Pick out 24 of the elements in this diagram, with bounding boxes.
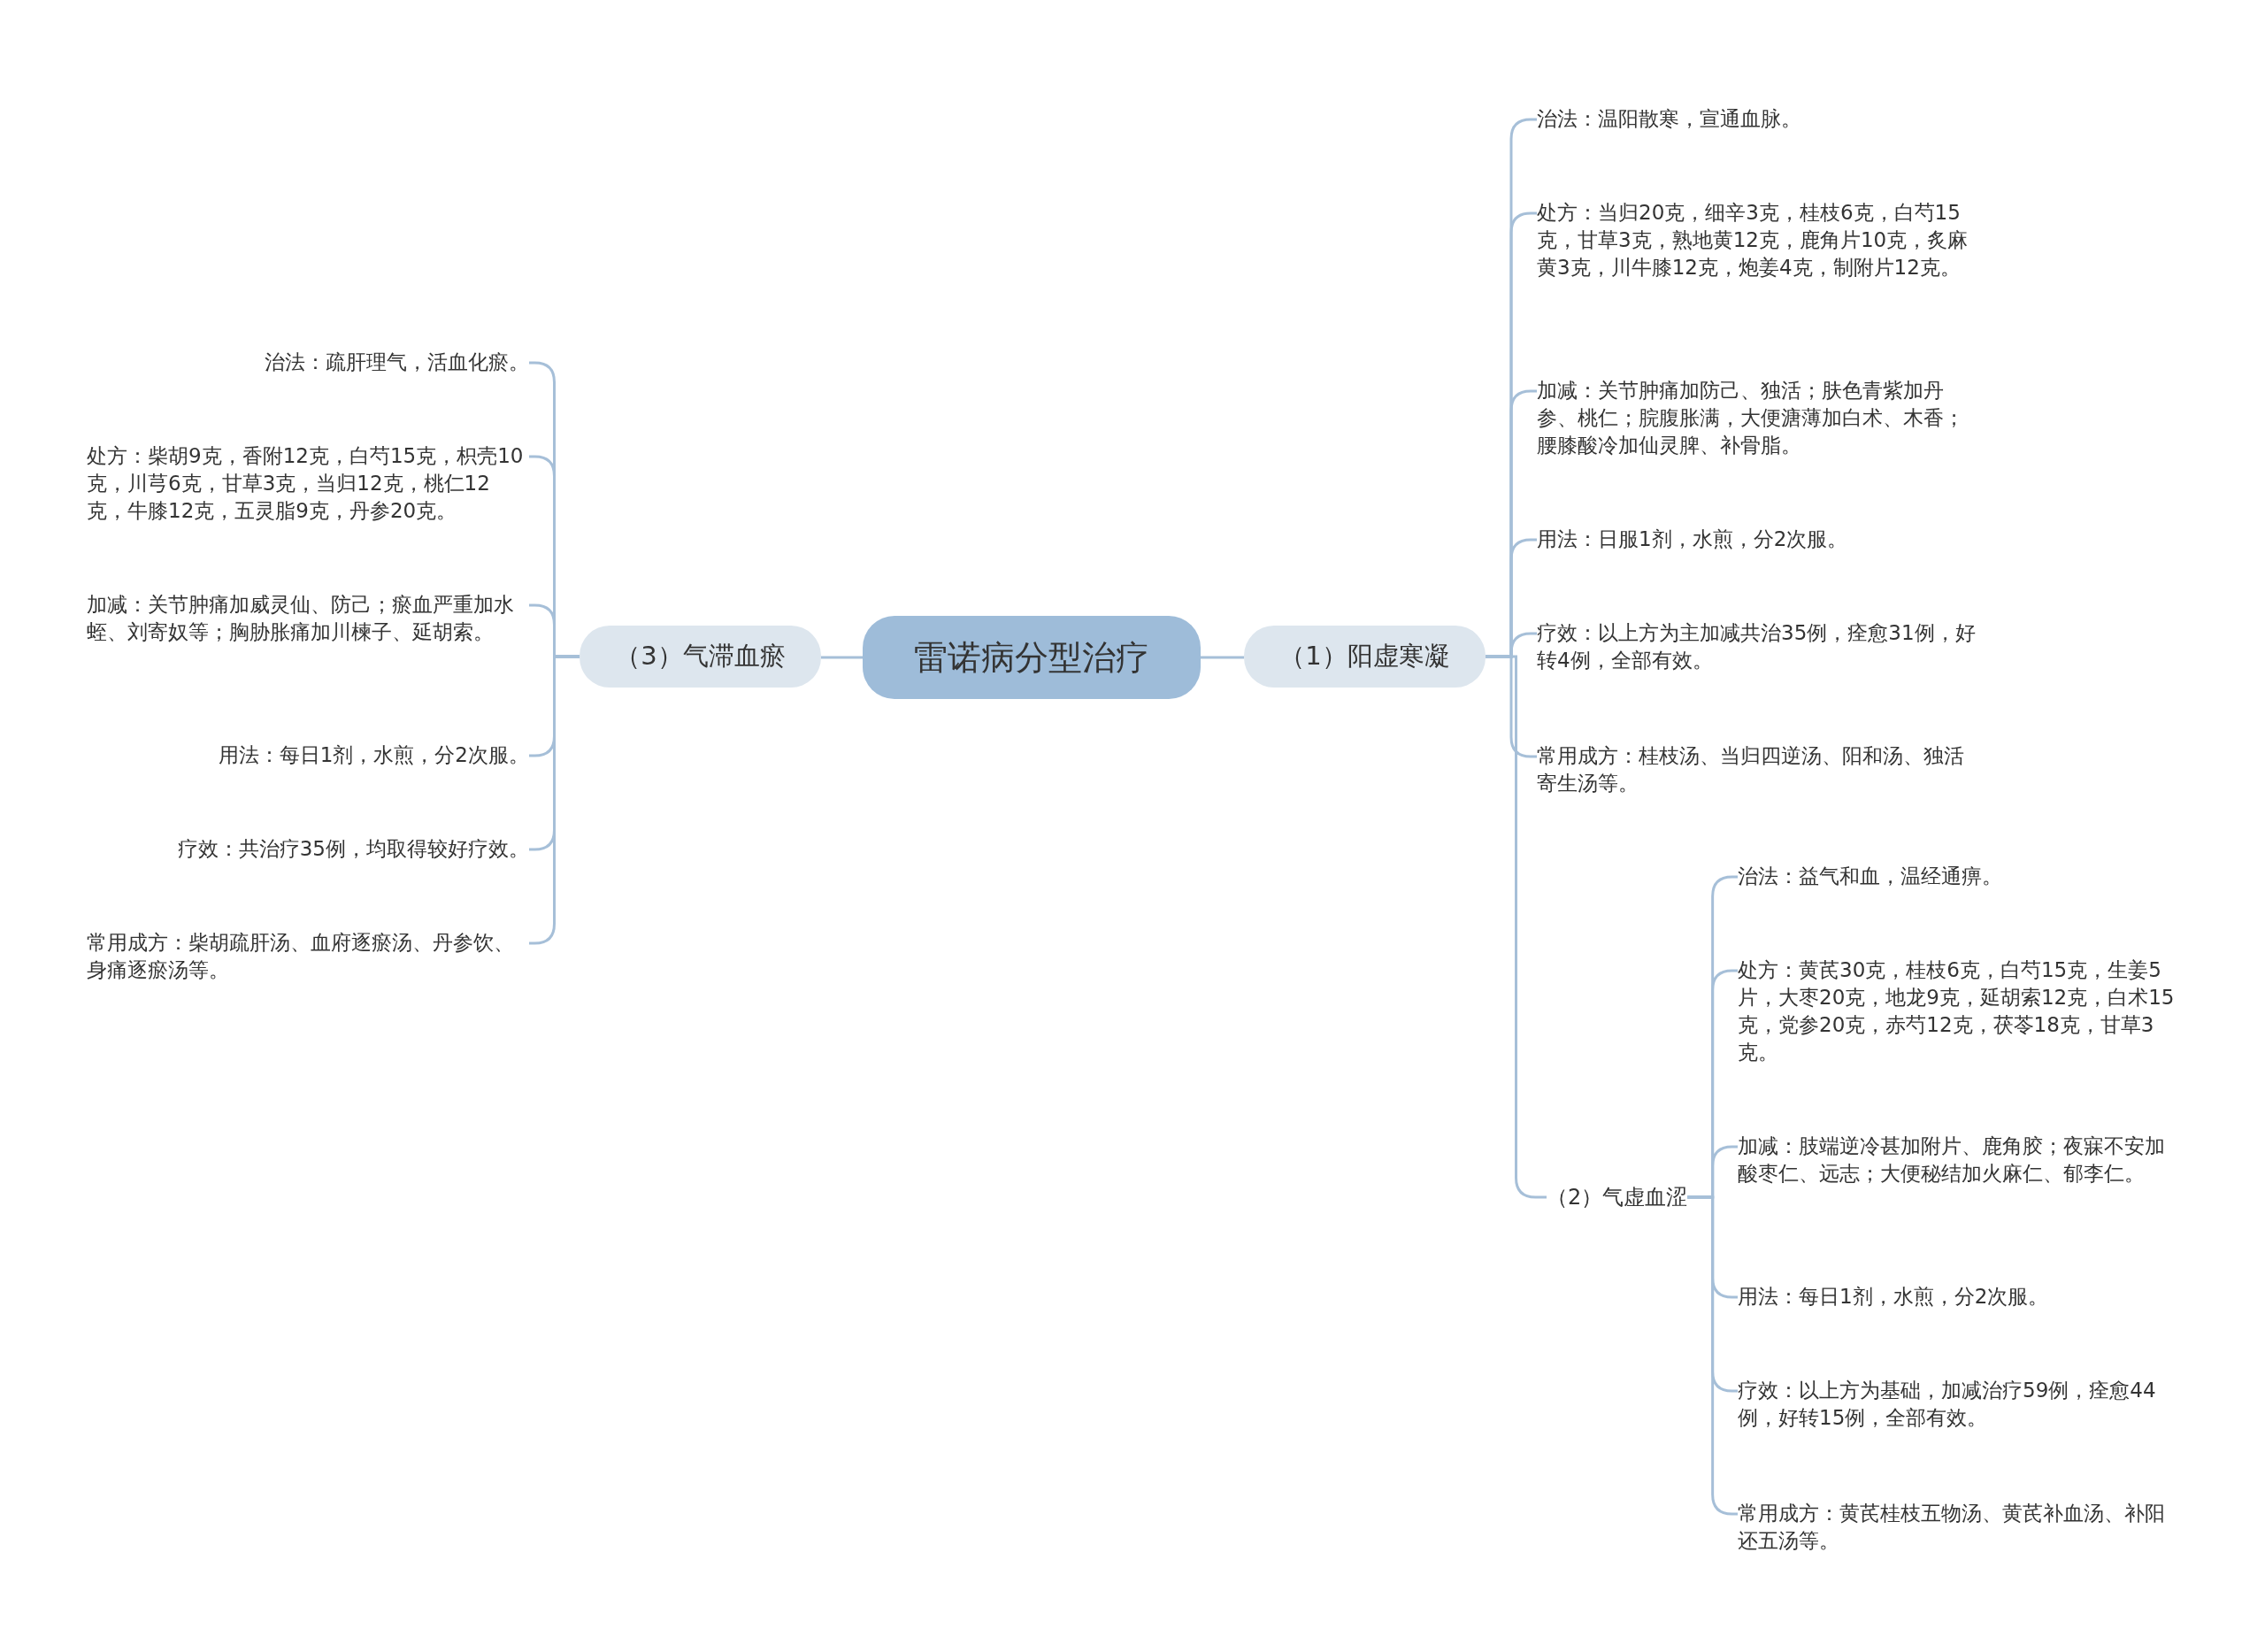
note-text: 用法：每日1剂，水煎，分2次服。 bbox=[218, 741, 529, 769]
note-text: 常用成方：桂枝汤、当归四逆汤、阳和汤、独活寄生汤等。 bbox=[1537, 742, 1979, 797]
note-text: 疗效：以上方为主加减共治35例，痊愈31例，好转4例，全部有效。 bbox=[1537, 619, 1979, 674]
subtopic-text: （2）气虚血涩 bbox=[1547, 1183, 1688, 1211]
branch-topic-box: （1）阳虚寒凝 bbox=[1244, 626, 1486, 688]
note-text: 治法：疏肝理气，活血化瘀。 bbox=[265, 349, 529, 376]
note-text: 加减：肢端逆冷甚加附片、鹿角胶；夜寐不安加酸枣仁、远志；大便秘结加火麻仁、郁李仁。 bbox=[1738, 1133, 2180, 1187]
note-text: 治法：温阳散寒，宣通血脉。 bbox=[1537, 105, 1801, 133]
note-text: 用法：日服1剂，水煎，分2次服。 bbox=[1537, 526, 1848, 553]
branch-topic-box: （3）气滞血瘀 bbox=[580, 626, 821, 688]
note-text: 疗效：以上方为基础，加减治疗59例，痊愈44例，好转15例，全部有效。 bbox=[1738, 1377, 2180, 1432]
note-text: 常用成方：黄芪桂枝五物汤、黄芪补血汤、补阳还五汤等。 bbox=[1738, 1500, 2180, 1555]
note-text: 疗效：共治疗35例，均取得较好疗效。 bbox=[177, 835, 529, 863]
note-text: 处方：黄芪30克，桂枝6克，白芍15克，生姜5片，大枣20克，地龙9克，延胡索12克，白术15克，党参20克，赤芍12克，茯苓18克，甘草3克。 bbox=[1738, 957, 2180, 1066]
central-topic-box: 雷诺病分型治疗 bbox=[863, 616, 1201, 699]
branch-line bbox=[821, 656, 863, 659]
note-text: 加减：关节肿痛加威灵仙、防己；瘀血严重加水蛭、刘寄奴等；胸胁胀痛加川楝子、延胡索。 bbox=[87, 591, 529, 646]
note-text: 常用成方：柴胡疏肝汤、血府逐瘀汤、丹参饮、身痛逐瘀汤等。 bbox=[87, 929, 529, 984]
note-text: 治法：益气和血，温经通痹。 bbox=[1738, 863, 2002, 890]
note-text: 用法：每日1剂，水煎，分2次服。 bbox=[1738, 1283, 2049, 1310]
branch-line bbox=[1201, 656, 1244, 659]
note-text: 处方：当归20克，细辛3克，桂枝6克，白芍15克，甘草3克，熟地黄12克，鹿角片10克，炙麻黄3克，川牛膝12克，炮姜4克，制附片12克。 bbox=[1537, 199, 1979, 281]
note-text: 处方：柴胡9克，香附12克，白芍15克，枳壳10克，川芎6克，甘草3克，当归12克，桃仁12克，牛膝12克，五灵脂9克，丹参20克。 bbox=[87, 442, 529, 525]
note-text: 加减：关节肿痛加防己、独活；肤色青紫加丹参、桃仁；脘腹胀满，大便溏薄加白术、木香；腰膝酸冷加仙灵脾、补骨脂。 bbox=[1537, 377, 1979, 459]
